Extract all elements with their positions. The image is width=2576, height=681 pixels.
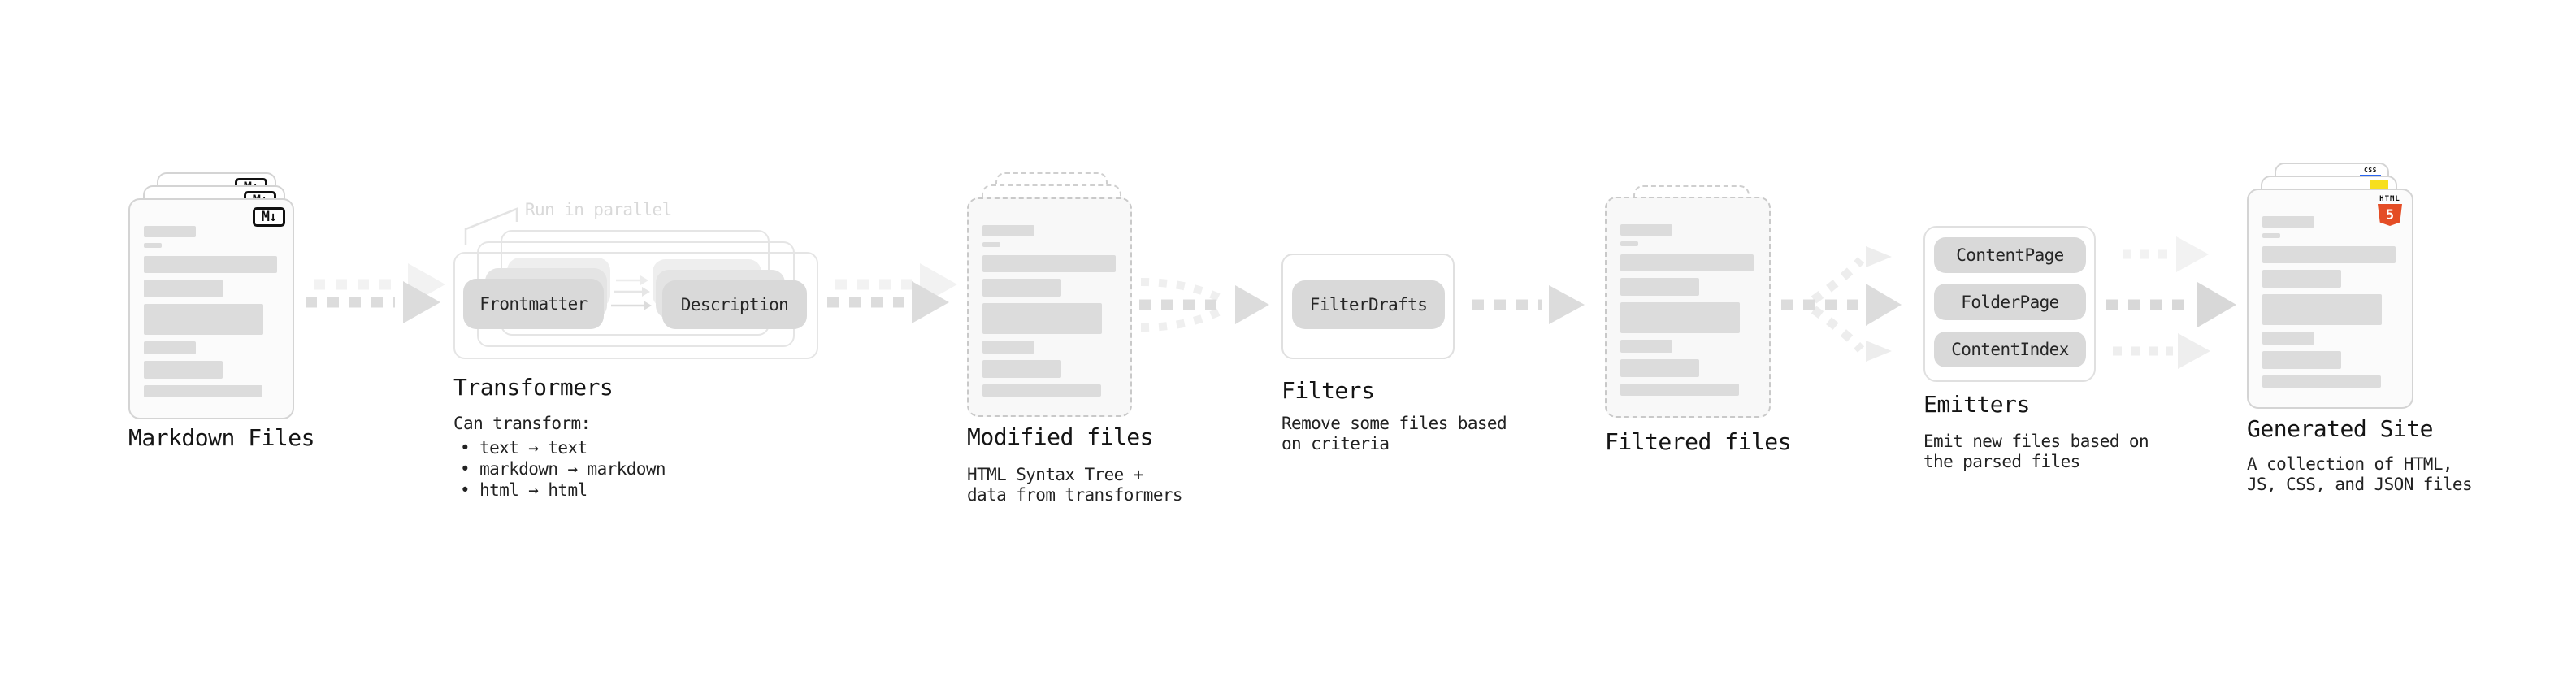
skeleton-line — [1620, 359, 1699, 377]
skeleton-line — [2262, 216, 2314, 228]
skeleton-line — [982, 360, 1061, 378]
arrow-markdown-to-transformers — [306, 281, 440, 323]
arrow-filtered-to-emitters — [1781, 284, 1902, 326]
skeleton-line — [144, 256, 277, 273]
arrow-modified-to-filters-merge-top — [1140, 278, 1226, 304]
transformers-frame-front — [453, 252, 818, 359]
generated-site-page-html: HTML 5 — [2247, 189, 2413, 409]
skeleton-line — [982, 225, 1034, 236]
skeleton-line — [1620, 254, 1754, 271]
css-icon-label: CSS — [2364, 167, 2377, 174]
arrow-filtered-to-emitters-branch-up — [1811, 246, 1892, 304]
skeleton-line — [1620, 340, 1672, 353]
transformer-node-description: Description — [662, 280, 807, 329]
run-in-parallel-callout-line — [464, 207, 518, 245]
generated-site-subtitle-line2: JS, CSS, and JSON files — [2247, 475, 2473, 494]
skeleton-line — [982, 340, 1034, 354]
arrow-filters-to-filtered — [1472, 285, 1585, 324]
run-in-parallel-annotation: Run in parallel — [525, 200, 672, 219]
transformer-node-frontmatter: Frontmatter — [463, 279, 604, 329]
skeleton-line — [982, 279, 1061, 297]
stage-title-transformers: Transformers — [453, 374, 614, 401]
transformers-description-heading: Can transform: — [453, 414, 591, 433]
skeleton-line — [2262, 270, 2341, 288]
html5-icon-shield: 5 — [2378, 204, 2402, 226]
skeleton-line — [144, 361, 223, 379]
modified-file-page-front — [967, 197, 1132, 417]
skeleton-line — [1620, 224, 1672, 236]
html5-icon: HTML 5 — [2376, 195, 2404, 226]
arrow-modified-to-filters-merge-bottom — [1140, 306, 1226, 332]
filters-subtitle-line2: on criteria — [1281, 434, 1390, 453]
skeleton-line — [2262, 246, 2396, 263]
emitter-node-contentpage: ContentPage — [1934, 237, 2086, 273]
skeleton-line — [982, 303, 1102, 334]
arrow-frontmatter-to-description-front — [611, 301, 652, 310]
emitters-subtitle-line1: Emit new files based on — [1923, 432, 2149, 451]
filters-subtitle-line1: Remove some files based — [1281, 414, 1507, 433]
arrow-emitters-to-generated-bottom — [2113, 333, 2210, 369]
transformers-bullet-markdown: • markdown → markdown — [460, 459, 666, 479]
skeleton-line — [1620, 278, 1699, 296]
skeleton-line — [2262, 375, 2381, 388]
stage-title-generated-site: Generated Site — [2247, 415, 2434, 442]
skeleton-line — [144, 243, 162, 248]
skeleton-line — [2262, 332, 2314, 345]
arrow-emitters-to-generated-middle — [2106, 282, 2236, 327]
skeleton-line — [982, 242, 1000, 247]
stage-title-filtered-files: Filtered files — [1605, 428, 1792, 455]
skeleton-line — [2262, 351, 2341, 369]
skeleton-line — [144, 304, 263, 335]
stage-title-emitters: Emitters — [1923, 391, 2030, 418]
stage-title-filters: Filters — [1281, 377, 1375, 404]
skeleton-line — [982, 255, 1116, 272]
markdown-icon: M↓ — [253, 207, 285, 227]
transformers-bullet-text: • text → text — [460, 438, 588, 458]
transformers-bullet-html: • html → html — [460, 480, 588, 500]
skeleton-line — [1620, 384, 1739, 396]
skeleton-line — [982, 384, 1101, 397]
skeleton-line — [144, 341, 196, 354]
arrow-frontmatter-to-description-back — [616, 275, 648, 285]
stage-title-modified-files: Modified files — [967, 423, 1154, 450]
emitters-subtitle-line2: the parsed files — [1923, 452, 2080, 471]
arrow-transformers-to-modified — [827, 281, 949, 323]
markdown-file-page-front: M↓ — [128, 198, 294, 419]
emitter-node-folderpage: FolderPage — [1934, 284, 2086, 320]
modified-files-subtitle-line1: HTML Syntax Tree + — [967, 465, 1143, 484]
skeleton-line — [1620, 302, 1740, 333]
arrow-modified-to-filters — [1139, 285, 1269, 324]
skeleton-line — [2262, 294, 2382, 325]
modified-files-subtitle-line2: data from transformers — [967, 485, 1183, 505]
skeleton-line — [1620, 241, 1638, 246]
arrow-filtered-to-emitters-branch-down — [1811, 306, 1892, 362]
transformers-capability-list: • text → text • markdown → markdown • ht… — [460, 437, 666, 501]
html5-icon-label: HTML — [2379, 195, 2400, 203]
html5-icon-digit: 5 — [2385, 206, 2395, 223]
emitter-node-contentindex: ContentIndex — [1934, 332, 2086, 367]
arrow-frontmatter-to-description-mid — [614, 287, 650, 297]
arrow-emitters-to-generated-top — [2123, 236, 2209, 272]
skeleton-line — [144, 385, 262, 397]
generated-site-subtitle-line1: A collection of HTML, — [2247, 454, 2453, 474]
stage-title-markdown-files: Markdown Files — [128, 424, 315, 451]
skeleton-line — [144, 280, 223, 297]
filter-node-filterdrafts: FilterDrafts — [1292, 280, 1445, 329]
skeleton-line — [144, 226, 196, 237]
skeleton-line — [2262, 233, 2280, 238]
filtered-file-page-front — [1605, 197, 1771, 418]
